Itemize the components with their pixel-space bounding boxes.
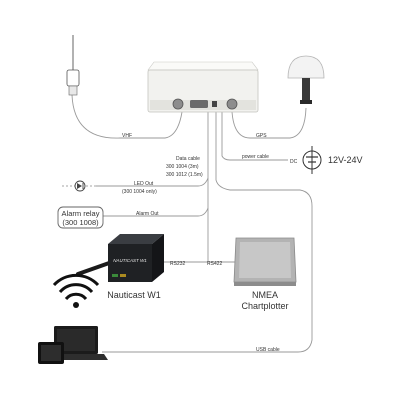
power-port-icon — [212, 101, 217, 107]
nauticast-label: Nauticast W1 — [107, 290, 161, 300]
wifi-icon — [52, 273, 100, 308]
vhf-connector-icon — [172, 98, 184, 110]
vhf-antenna-icon — [66, 35, 80, 96]
data-port-icon — [190, 100, 208, 108]
battery-icon — [302, 146, 322, 174]
data-cable-part-2: 300 1012 (1.5m) — [166, 172, 203, 178]
rs422-label: RS422 — [207, 261, 223, 267]
laptop-icon — [44, 326, 108, 360]
usb-cable — [102, 112, 313, 353]
gps-cable — [231, 107, 307, 139]
led-icon — [62, 180, 96, 192]
power-cable-label: power cable — [242, 154, 269, 160]
alarm-relay-part: (300 1008) — [62, 218, 99, 227]
tablet-icon — [38, 342, 64, 364]
dc-label: DC — [290, 159, 298, 165]
data-cable-title: Data cable — [176, 156, 200, 162]
gps-connector-icon — [226, 98, 238, 110]
nauticast-w1-device: NAUTICAST W1 — [76, 234, 164, 282]
nmea-label: NMEA — [252, 290, 278, 300]
voltage-label: 12V-24V — [328, 155, 363, 165]
vhf-cable — [71, 94, 183, 139]
chartplotter-label: Chartplotter — [241, 301, 288, 311]
led-out-label: LED Out — [134, 181, 154, 187]
transponder-unit — [147, 61, 259, 113]
alarm-out-cable — [103, 207, 209, 217]
alarm-out-label: Alarm Out — [136, 211, 159, 217]
wifi-antenna-icon — [76, 260, 114, 276]
gps-label: GPS — [256, 133, 267, 139]
device-brand-text: NAUTICAST W1 — [113, 258, 147, 263]
gps-antenna-icon — [287, 55, 325, 104]
led-out-cable — [96, 177, 209, 187]
usb-cable-label: USB cable — [256, 347, 280, 353]
vhf-label: VHF — [122, 133, 132, 139]
chartplotter-icon — [233, 237, 297, 286]
data-cable-part-1: 300 1004 (3m) — [166, 164, 199, 170]
alarm-relay-label: Alarm relay — [62, 209, 100, 218]
led-out-note: (300 1004 only) — [122, 189, 157, 195]
rs232-label: RS232 — [170, 261, 186, 267]
alarm-relay-box — [57, 206, 104, 229]
power-cable — [221, 112, 288, 161]
wires — [71, 94, 313, 353]
